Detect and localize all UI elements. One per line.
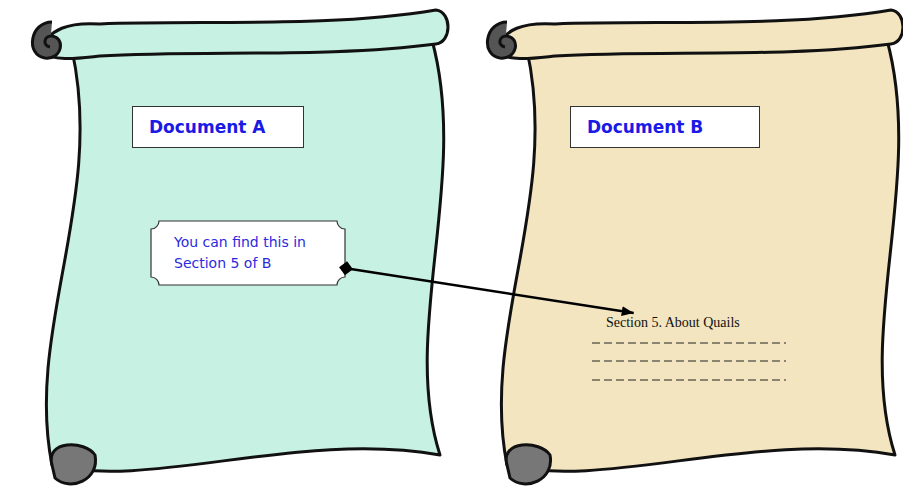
node-text: You can find this in Section 5 of B [174, 232, 332, 274]
section-heading: Section 5. About Quails [606, 313, 790, 333]
node-text: Section 5. About Quails [606, 315, 740, 331]
scroll-b [487, 10, 903, 484]
callout-path [151, 221, 345, 285]
scroll-a [32, 10, 448, 484]
callout-outline [150, 220, 346, 286]
text-placeholder-lines [592, 343, 786, 380]
reference-arrow [346, 268, 634, 313]
node-text: Document A [149, 117, 266, 137]
document-title-box: Document B [570, 106, 760, 148]
callout-box: You can find this in Section 5 of B [150, 220, 346, 286]
document-title-box: Document A [132, 106, 304, 148]
node-text: Document B [587, 117, 703, 137]
